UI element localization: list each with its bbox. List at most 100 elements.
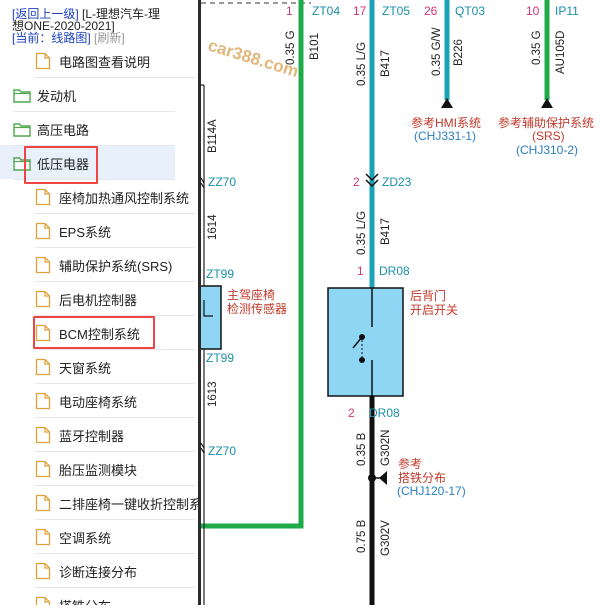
tree-item-label: 天窗系统 — [59, 360, 112, 376]
wire-label-b226-code: B226 — [453, 39, 465, 66]
file-icon — [35, 188, 51, 206]
tree-row-separator — [13, 179, 175, 180]
arrow-hmi — [441, 98, 453, 108]
tree-item[interactable]: BCM控制系统 — [35, 318, 195, 350]
connector-zt99-a: ZT99 — [206, 267, 234, 281]
tree-item[interactable]: 电动座椅系统 — [35, 386, 195, 418]
pin-1-dr08: 1 — [357, 264, 364, 278]
tree-item-label: 发动机 — [37, 88, 77, 104]
file-icon — [35, 324, 51, 342]
tree-item-label: 座椅加热通风控制系统 — [59, 190, 190, 206]
connector-zz70-a-mark — [200, 177, 205, 189]
pin-2-dr08: 2 — [348, 406, 355, 420]
pin-1-top: 1 — [286, 4, 293, 18]
door-switch-label-2: 开启开关 — [410, 303, 458, 317]
folder-icon — [13, 121, 31, 137]
seat-sensor-switch — [203, 300, 213, 317]
path-line-1: [L-理想汽车-理 — [82, 7, 161, 21]
nav-line-3: [当前：线路图] [刷新] — [12, 32, 125, 45]
tree-item[interactable]: 天窗系统 — [35, 352, 195, 384]
pin-2-zd23: 2 — [353, 175, 360, 189]
tree-item-label: 电动座椅系统 — [59, 394, 138, 410]
connector-ip11: IP11 — [555, 4, 579, 18]
connector-zz70-b: ZZ70 — [208, 444, 236, 458]
ref-hmi-code[interactable]: (CHJ331-1) — [414, 129, 476, 143]
arrow-srs — [541, 98, 553, 108]
ref-srs-code[interactable]: (CHJ310-2) — [516, 143, 578, 157]
connector-zd23: ZD23 — [382, 175, 412, 189]
tree-item-label: 诊断连接分布 — [59, 564, 138, 580]
file-icon — [35, 528, 51, 546]
ref-srs-sub[interactable]: (SRS) — [532, 129, 565, 143]
seat-sensor-label-2: 检测传感器 — [227, 301, 287, 316]
pin-17: 17 — [353, 4, 367, 18]
tree-item[interactable]: 辅助保护系统(SRS) — [35, 250, 195, 282]
wire-label-b417-2-size: 0.35 L/G — [356, 211, 368, 255]
tree-item[interactable]: 低压电器 — [13, 148, 175, 180]
tree-row-separator — [35, 281, 195, 282]
file-icon — [35, 358, 51, 376]
tree-item[interactable]: 二排座椅一键收折控制系统 — [35, 488, 198, 520]
switch-contact-b — [359, 357, 365, 363]
wire-label-b114a: B114A — [207, 119, 219, 153]
wire-label-b101-size: 0.35 G — [285, 30, 297, 65]
arrow-ground — [379, 471, 387, 485]
wire-label-b417-2-code: B417 — [380, 218, 392, 245]
tree-item[interactable]: 胎压监测模块 — [35, 454, 195, 486]
tree-row-separator — [35, 451, 195, 452]
path-line-2: 想ONE-2020-2021] — [12, 19, 115, 33]
wire-label-b417-code: B417 — [380, 50, 392, 77]
wire-label-au105d-size: 0.35 G — [531, 30, 543, 65]
tree-item[interactable]: 诊断连接分布 — [35, 556, 195, 588]
tree-row-separator — [35, 553, 195, 554]
file-icon — [35, 256, 51, 274]
panel-divider[interactable] — [198, 0, 201, 605]
tree-item[interactable]: 搭铁分布 — [35, 590, 195, 605]
tree-row-separator — [35, 247, 195, 248]
tree-item-label: EPS系统 — [59, 224, 112, 240]
ref-hmi-title[interactable]: 参考HMI系统 — [411, 115, 481, 130]
connector-dr08-top: DR08 — [379, 264, 410, 278]
file-icon — [35, 460, 51, 478]
connector-zz70-b-mark — [200, 442, 205, 454]
connector-zt04: ZT04 — [312, 4, 340, 18]
left-tree-panel: [返回上一级] [L-理想汽车-理 想ONE-2020-2021] [当前：线路… — [0, 0, 198, 605]
wire-label-b226-size: 0.35 G/W — [431, 27, 443, 76]
tree-row-separator — [35, 77, 195, 78]
tree-item[interactable]: 电路图查看说明 — [35, 46, 195, 78]
highlight-box-low-voltage — [24, 146, 98, 184]
wire-label-b101-code: B101 — [309, 33, 321, 60]
folder-icon — [13, 87, 31, 103]
tree-row-separator — [13, 111, 175, 112]
connector-zt05: ZT05 — [382, 4, 410, 18]
tree-item-label: 高压电路 — [37, 122, 90, 138]
tree-row-separator — [35, 485, 195, 486]
current-link[interactable]: [当前：线路图] — [12, 31, 91, 45]
wire-label-g302n-code: G302N — [380, 430, 392, 466]
wire-label-g302v-code: G302V — [380, 520, 392, 556]
tree-item[interactable]: 蓝牙控制器 — [35, 420, 195, 452]
tree-row-separator — [35, 587, 195, 588]
ref-ground-line1[interactable]: 参考 — [398, 456, 422, 471]
refresh-link[interactable]: [刷新] — [94, 31, 125, 45]
tree-item-label: BCM控制系统 — [59, 326, 140, 342]
wire-label-b417-size: 0.35 L/G — [356, 42, 368, 86]
back-link[interactable]: [返回上一级] — [12, 7, 79, 21]
wire-label-1614: 1614 — [207, 214, 219, 240]
ref-ground-line2[interactable]: 搭铁分布 — [398, 471, 446, 485]
seat-sensor-label-1: 主驾座椅 — [227, 287, 275, 302]
tree-item[interactable]: 后电机控制器 — [35, 284, 195, 316]
rear-door-switch-component[interactable] — [327, 287, 404, 397]
ref-ground-code[interactable]: (CHJ120-17) — [397, 484, 466, 498]
tree-item[interactable]: 高压电路 — [13, 114, 175, 146]
connector-zt99-b: ZT99 — [206, 351, 234, 365]
seat-sensor-component[interactable] — [197, 285, 222, 350]
tree-item[interactable]: 空调系统 — [35, 522, 195, 554]
tree-item[interactable]: 发动机 — [13, 80, 175, 112]
tree-item[interactable]: EPS系统 — [35, 216, 195, 248]
tree-item[interactable]: 座椅加热通风控制系统 — [35, 182, 195, 214]
connector-zd23-mark — [365, 173, 379, 188]
ref-srs-title[interactable]: 参考辅助保护系统 — [498, 115, 594, 130]
tree-item-label: 搭铁分布 — [59, 596, 111, 606]
file-icon — [35, 392, 51, 410]
